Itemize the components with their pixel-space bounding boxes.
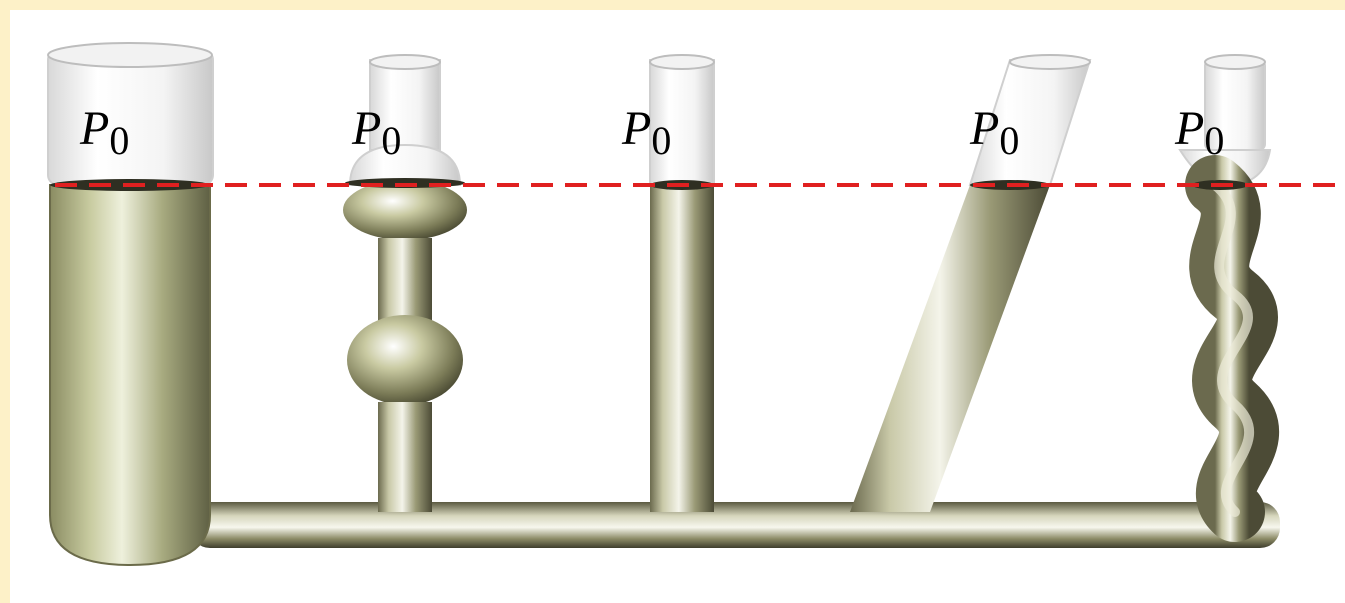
pressure-label-1: P0 <box>80 105 129 153</box>
pressure-label-5: P0 <box>1175 105 1224 153</box>
pressure-subscript: 0 <box>651 118 671 163</box>
pressure-symbol: P <box>352 102 381 155</box>
pressure-symbol: P <box>1175 102 1204 155</box>
pressure-subscript: 0 <box>109 118 129 163</box>
pressure-subscript: 0 <box>1204 118 1224 163</box>
pressure-label-2: P0 <box>352 105 401 153</box>
diagram-canvas: P0 P0 P0 P0 P0 <box>10 10 1345 603</box>
pressure-symbol: P <box>970 102 999 155</box>
communicating-vessels-diagram <box>10 10 1345 603</box>
connecting-pipe <box>190 502 1280 548</box>
pressure-subscript: 0 <box>999 118 1019 163</box>
pressure-symbol: P <box>80 102 109 155</box>
vessel-wide-tube <box>48 43 213 565</box>
pressure-symbol: P <box>622 102 651 155</box>
pressure-subscript: 0 <box>381 118 401 163</box>
pressure-label-4: P0 <box>970 105 1019 153</box>
pressure-label-3: P0 <box>622 105 671 153</box>
